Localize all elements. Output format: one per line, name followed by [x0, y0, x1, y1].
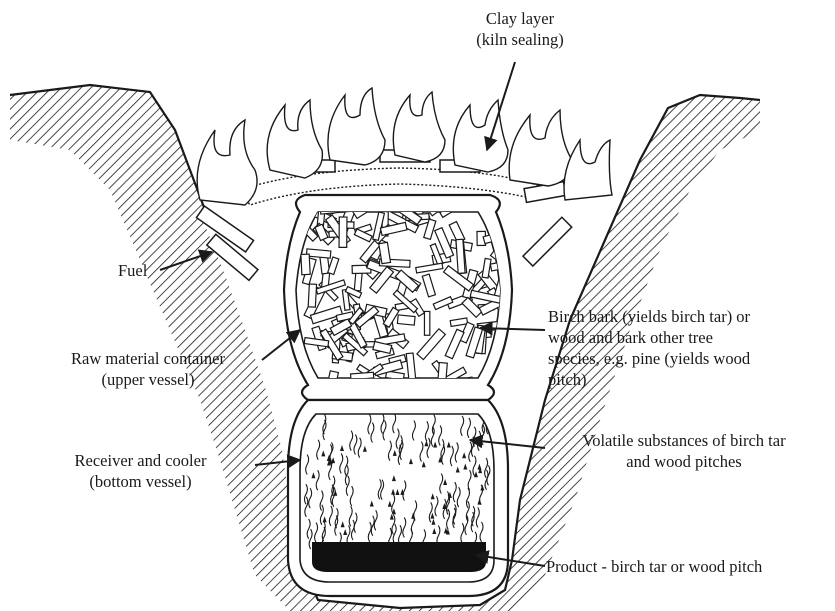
- receiver-line1: Receiver and cooler: [28, 450, 253, 471]
- label-product: Product - birch tar or wood pitch: [546, 556, 762, 577]
- raw-line1: Raw material container: [28, 348, 268, 369]
- label-receiver: Receiver and cooler (bottom vessel): [28, 450, 253, 492]
- fuel-line1: Fuel: [118, 260, 147, 281]
- volatile-line1: Volatile substances of birch tar: [548, 430, 820, 451]
- birch-line1: Birch bark (yields birch tar) or: [548, 306, 750, 327]
- birch-line3: species, e.g. pine (yields wood: [548, 348, 750, 369]
- label-clay-layer: Clay layer (kiln sealing): [440, 8, 600, 50]
- wood-piece: [301, 254, 310, 275]
- clay-line2: (kiln sealing): [440, 29, 600, 50]
- wood-piece: [339, 217, 347, 247]
- wood-piece: [397, 315, 415, 325]
- receiver-line2: (bottom vessel): [28, 471, 253, 492]
- raw-line2: (upper vessel): [28, 369, 268, 390]
- product-line1: Product - birch tar or wood pitch: [546, 556, 762, 577]
- label-fuel: Fuel: [118, 260, 147, 281]
- clay-line1: Clay layer: [440, 8, 600, 29]
- label-raw-material: Raw material container (upper vessel): [28, 348, 268, 390]
- volatile-line2: and wood pitches: [548, 451, 820, 472]
- label-birch-bark: Birch bark (yields birch tar) or wood an…: [548, 306, 750, 390]
- wood-piece: [424, 311, 429, 335]
- label-volatile: Volatile substances of birch tar and woo…: [548, 430, 820, 472]
- wood-piece: [456, 239, 465, 273]
- birch-line2: wood and bark other tree: [548, 327, 750, 348]
- wood-piece: [306, 249, 330, 258]
- tar-product: [312, 542, 486, 572]
- birch-line4: pitch): [548, 369, 750, 390]
- wood-piece: [308, 284, 316, 307]
